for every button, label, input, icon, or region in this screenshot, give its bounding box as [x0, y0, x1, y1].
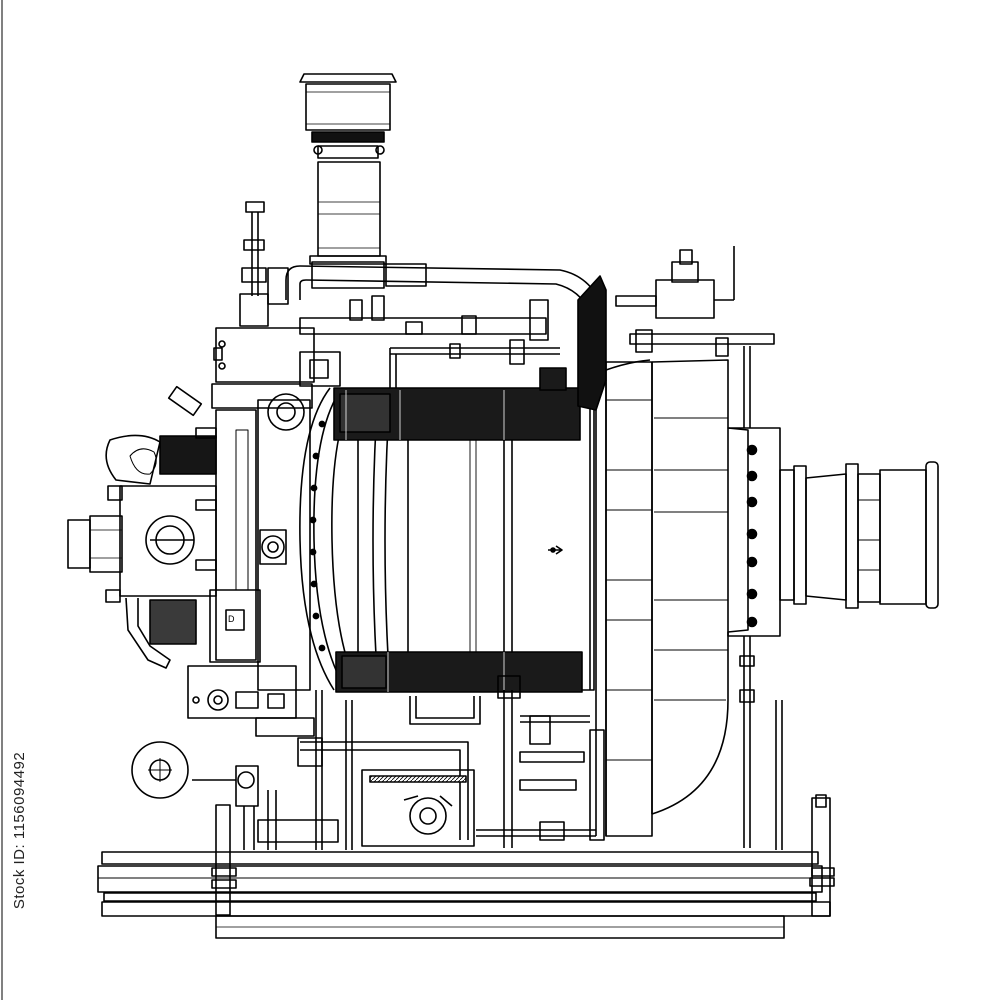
left-instrument-column — [239, 201, 269, 327]
starter-pump-cluster — [67, 385, 217, 669]
base-skid — [97, 794, 835, 939]
accessory-gearbox: D — [209, 351, 341, 691]
svg-text:D: D — [228, 614, 235, 624]
upper-manifold — [213, 295, 560, 390]
stock-id-label: Stock ID: 1156094492 — [2, 751, 38, 908]
stock-id-text: Stock ID: 1156094492 — [11, 751, 29, 909]
output-shaft — [779, 461, 939, 609]
bottom-piping — [131, 675, 605, 850]
main-casing — [299, 387, 595, 693]
exhaust-stack — [299, 73, 397, 265]
right-stand — [775, 700, 783, 850]
top-pipe — [267, 261, 603, 313]
top-right-valve — [615, 246, 775, 357]
gearbox-base — [187, 665, 315, 737]
turbine-section — [605, 346, 781, 848]
